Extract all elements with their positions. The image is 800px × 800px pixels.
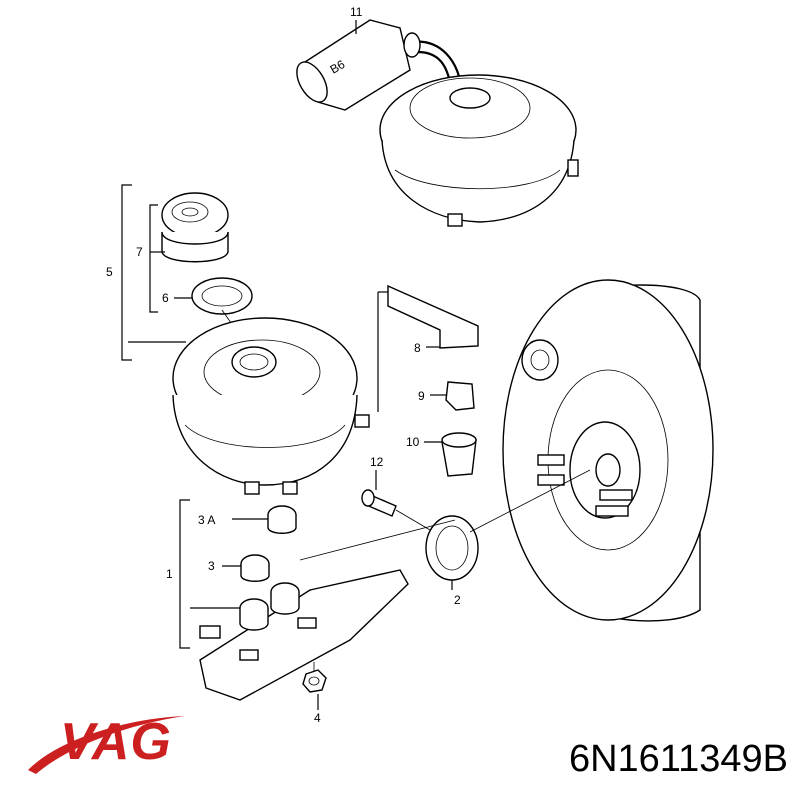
small-parts-group [361,284,479,531]
callout-1: 1 [166,567,173,581]
callout-3a: 3 A [198,513,215,527]
main-reservoir-assembly [121,184,370,495]
brake-servo [502,279,714,622]
bottle-label: B6 [328,57,348,77]
callout-8: 8 [414,341,421,355]
callout-3: 3 [208,559,215,573]
callout-2: 2 [454,593,461,607]
callout-12: 12 [370,455,384,469]
callout-9: 9 [418,389,425,403]
callout-11: 11 [350,5,363,19]
callout-7: 7 [136,245,143,259]
master-cylinder-assembly [179,499,456,710]
callout-4: 4 [314,711,321,725]
callout-6: 6 [162,291,169,305]
brand-logo-text: VAG [60,713,172,771]
callout-5: 5 [106,265,113,279]
callout-10: 10 [406,435,420,449]
gasket [425,469,591,590]
upper-reservoir-assembly: B6 [296,19,579,227]
part-number: 6N1611349B [568,738,788,780]
